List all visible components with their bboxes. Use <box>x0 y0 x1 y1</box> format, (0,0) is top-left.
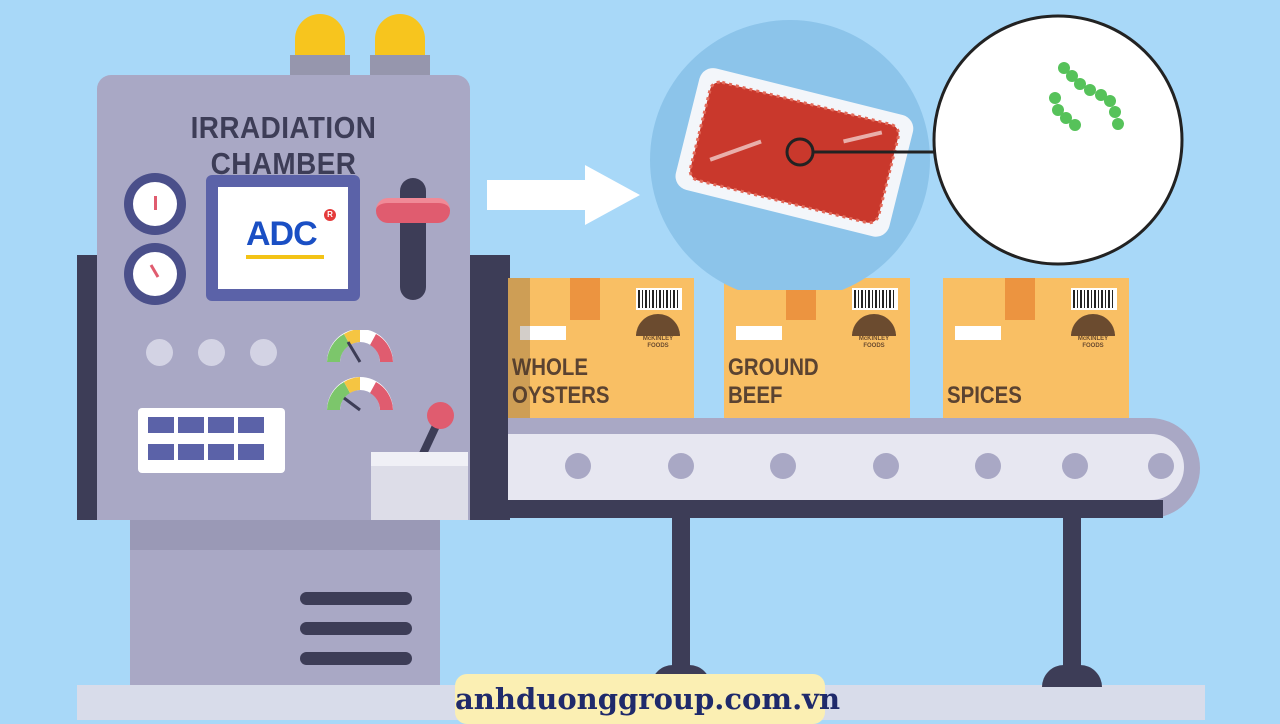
warning-light-right <box>375 14 425 58</box>
joystick-base <box>371 452 468 520</box>
roller <box>668 453 694 479</box>
conveyor-leg <box>1063 510 1081 680</box>
meter-bottom <box>327 377 393 412</box>
indicator-light <box>250 339 277 366</box>
dial-gauge-bottom <box>124 243 186 305</box>
roller <box>873 453 899 479</box>
indicator-light <box>198 339 225 366</box>
logo-underline <box>246 255 324 259</box>
warning-light-left <box>295 14 345 58</box>
key[interactable] <box>238 417 264 433</box>
meter-top <box>327 330 393 363</box>
conveyor-bottom <box>508 500 1163 518</box>
meat-tray <box>675 68 914 237</box>
vent-slot <box>300 622 412 635</box>
roller <box>975 453 1001 479</box>
light-base-left <box>290 55 350 77</box>
indicator-light <box>146 339 173 366</box>
machine-shadow-edge <box>508 278 530 418</box>
magnifier-target <box>785 137 815 167</box>
bacteria-icon <box>1049 62 1124 131</box>
barcode-icon <box>852 288 898 310</box>
roller <box>565 453 591 479</box>
meat-illustration <box>487 14 1184 290</box>
barcode-icon <box>1071 288 1117 310</box>
box-tape <box>570 278 600 320</box>
machine-side-right <box>466 255 510 520</box>
conveyor-foot <box>1042 665 1102 687</box>
box-label <box>520 326 566 340</box>
key[interactable] <box>208 417 234 433</box>
key[interactable] <box>208 444 234 460</box>
adc-logo: ADC <box>246 215 318 253</box>
light-base-right <box>370 55 430 77</box>
keypad[interactable] <box>138 408 285 473</box>
key[interactable] <box>178 444 204 460</box>
lever-handle[interactable] <box>376 198 450 223</box>
barcode-icon <box>636 288 682 310</box>
box-label <box>736 326 782 340</box>
conveyor-leg <box>672 510 690 680</box>
display-screen: ADC R <box>206 175 360 301</box>
meter-gauges <box>327 330 393 412</box>
box-label-text: SPICES <box>947 382 1022 409</box>
magnifier-circle <box>932 14 1184 266</box>
website-footer[interactable]: anhduonggroup.com.vn <box>455 674 840 724</box>
roller <box>1062 453 1088 479</box>
key[interactable] <box>148 417 174 433</box>
vent-slot <box>300 652 412 665</box>
registered-mark: R <box>324 209 336 221</box>
box-label <box>955 326 1001 340</box>
roller <box>1148 453 1174 479</box>
dial-gauge-top <box>124 173 186 235</box>
key[interactable] <box>238 444 264 460</box>
key[interactable] <box>148 444 174 460</box>
joystick-knob[interactable] <box>427 402 454 429</box>
arrow-right-icon <box>487 165 640 225</box>
key[interactable] <box>178 417 204 433</box>
box-tape <box>1005 278 1035 320</box>
roller <box>770 453 796 479</box>
vent-slot <box>300 592 412 605</box>
